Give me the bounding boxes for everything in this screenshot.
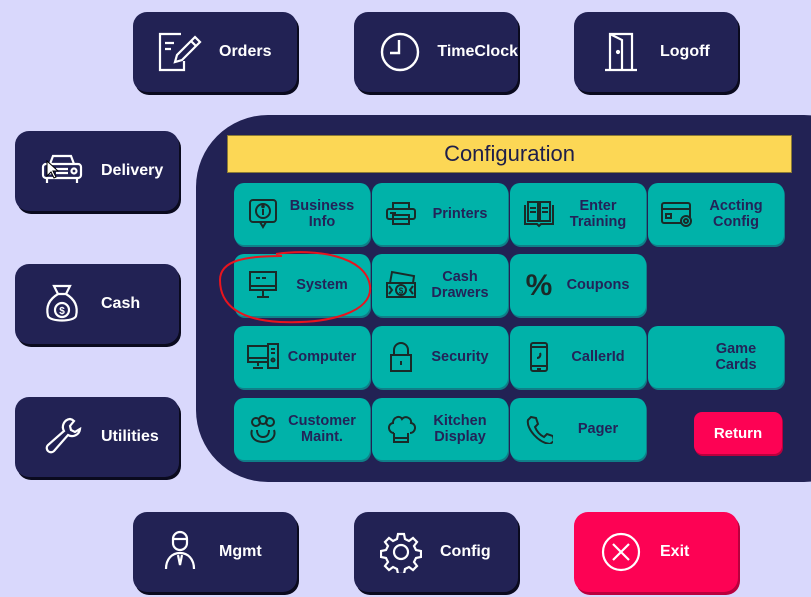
book-icon bbox=[522, 197, 556, 231]
tile-callerid[interactable]: CallerId bbox=[510, 326, 646, 388]
cash-icon: $ bbox=[384, 268, 418, 302]
mgmt-button[interactable]: Mgmt bbox=[133, 512, 297, 592]
tile-label: Cash Drawers bbox=[431, 269, 489, 301]
tile-label: Coupons bbox=[566, 277, 630, 293]
clock-icon bbox=[376, 27, 423, 77]
tile-security[interactable]: Security bbox=[372, 326, 508, 388]
delivery-button[interactable]: Delivery bbox=[15, 131, 179, 211]
tile-computer[interactable]: Computer bbox=[234, 326, 370, 388]
logoff-button[interactable]: Logoff bbox=[574, 12, 738, 92]
car-icon bbox=[37, 146, 87, 196]
tile-accting-config[interactable]: Accting Config bbox=[648, 183, 784, 245]
tile-enter-training[interactable]: Enter Training bbox=[510, 183, 646, 245]
tile-label: Accting Config bbox=[709, 198, 763, 230]
printer-icon bbox=[384, 197, 418, 231]
lock-icon bbox=[384, 340, 418, 374]
orders-edit-icon bbox=[155, 27, 205, 77]
tile-label: Customer Maint. bbox=[288, 413, 356, 445]
tile-business-info[interactable]: Business Info bbox=[234, 183, 370, 245]
card-icon bbox=[660, 197, 694, 231]
mgmt-label: Mgmt bbox=[219, 543, 262, 560]
cash-button[interactable]: $ Cash bbox=[15, 264, 179, 344]
exit-button[interactable]: Exit bbox=[574, 512, 738, 592]
svg-text:%: % bbox=[526, 271, 553, 299]
timeclock-button[interactable]: TimeClock bbox=[354, 12, 518, 92]
tile-label: CallerId bbox=[571, 349, 625, 365]
percent-icon: % bbox=[522, 268, 556, 302]
tile-printers[interactable]: Printers bbox=[372, 183, 508, 245]
tile-label: Kitchen Display bbox=[433, 413, 487, 445]
tile-pager[interactable]: Pager bbox=[510, 398, 646, 460]
customers-icon bbox=[246, 412, 280, 446]
tile-label: System bbox=[296, 277, 348, 293]
tile-coupons[interactable]: % Coupons bbox=[510, 254, 646, 316]
orders-button[interactable]: Orders bbox=[133, 12, 297, 92]
svg-text:$: $ bbox=[399, 287, 404, 296]
utilities-label: Utilities bbox=[101, 428, 159, 445]
tile-label: Enter Training bbox=[569, 198, 627, 230]
utilities-button[interactable]: Utilities bbox=[15, 397, 179, 477]
no-icon bbox=[660, 340, 694, 374]
delivery-label: Delivery bbox=[101, 162, 164, 179]
money-bag-icon: $ bbox=[37, 279, 87, 329]
exit-label: Exit bbox=[660, 543, 690, 560]
tile-customer-maint[interactable]: Customer Maint. bbox=[234, 398, 370, 460]
tile-label: Business Info bbox=[289, 198, 355, 230]
tile-label: Pager bbox=[577, 421, 619, 437]
timeclock-label: TimeClock bbox=[437, 43, 518, 60]
return-button[interactable]: Return bbox=[694, 412, 782, 454]
tile-game-cards[interactable]: Game Cards bbox=[648, 326, 784, 388]
phone-icon bbox=[522, 412, 556, 446]
gear-icon bbox=[376, 527, 426, 577]
close-circle-icon bbox=[596, 527, 646, 577]
door-icon bbox=[596, 27, 646, 77]
tile-label: Game Cards bbox=[715, 341, 757, 373]
wrench-icon bbox=[37, 412, 87, 462]
cash-label: Cash bbox=[101, 295, 141, 312]
info-bubble-icon bbox=[246, 197, 280, 231]
chef-hat-icon bbox=[384, 412, 418, 446]
manager-icon bbox=[155, 527, 205, 577]
tile-system[interactable]: System bbox=[234, 254, 370, 316]
orders-label: Orders bbox=[219, 43, 272, 60]
computer-icon bbox=[246, 340, 280, 374]
tile-label: Printers bbox=[432, 206, 488, 222]
tile-kitchen-display[interactable]: Kitchen Display bbox=[372, 398, 508, 460]
phone-mobile-icon bbox=[522, 340, 556, 374]
svg-text:$: $ bbox=[59, 306, 65, 317]
monitor-icon bbox=[246, 268, 280, 302]
tile-cash-drawers[interactable]: $ Cash Drawers bbox=[372, 254, 508, 316]
config-label: Config bbox=[440, 543, 491, 560]
config-button[interactable]: Config bbox=[354, 512, 518, 592]
panel-title: Configuration bbox=[227, 135, 792, 173]
logoff-label: Logoff bbox=[660, 43, 710, 60]
tile-label: Computer bbox=[287, 349, 357, 365]
tile-label: Security bbox=[431, 349, 489, 365]
